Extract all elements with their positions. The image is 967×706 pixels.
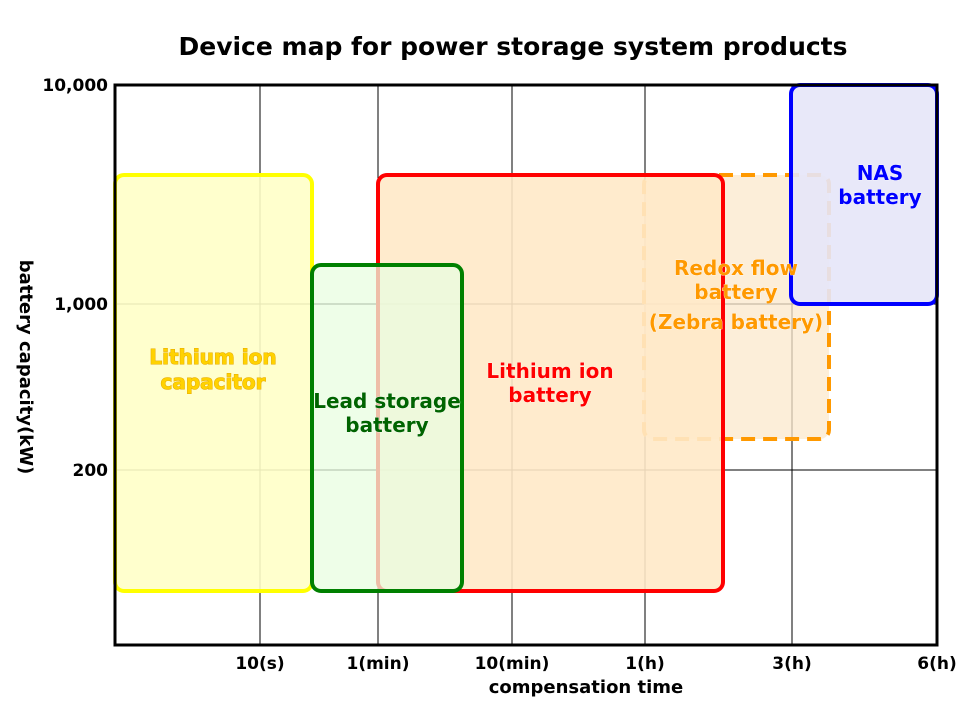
region-label: (Zebra battery) bbox=[649, 310, 823, 334]
x-tick-labels: 10(s) 1(min) 10(min) 1(h) 3(h) 6(h) bbox=[235, 654, 956, 674]
x-tick-label: 10(s) bbox=[235, 654, 284, 674]
x-tick-label: 6(h) bbox=[917, 654, 956, 674]
x-tick-label: 1(h) bbox=[625, 654, 664, 674]
region-label: Lithium ion bbox=[149, 345, 276, 369]
y-tick-labels: 10,000 1,000 200 bbox=[42, 76, 108, 481]
y-tick-label: 200 bbox=[73, 461, 109, 481]
region-label: NAS bbox=[857, 161, 904, 185]
region-label: battery bbox=[345, 413, 428, 437]
y-axis-label: battery capacity(kW) bbox=[15, 260, 36, 475]
region-label: battery bbox=[694, 280, 777, 304]
region-label: Lead storage bbox=[313, 389, 461, 413]
x-tick-label: 1(min) bbox=[346, 654, 409, 674]
x-tick-label: 3(h) bbox=[772, 654, 811, 674]
y-tick-label: 1,000 bbox=[54, 295, 108, 315]
x-tick-label: 10(min) bbox=[475, 654, 550, 674]
x-axis-label: compensation time bbox=[489, 677, 684, 698]
region-label: capacitor bbox=[160, 370, 265, 394]
region-label: Redox flow bbox=[674, 256, 798, 280]
y-tick-label: 10,000 bbox=[42, 76, 108, 96]
chart-title: Device map for power storage system prod… bbox=[178, 32, 847, 61]
regions bbox=[113, 83, 939, 593]
region-label: Lithium ion bbox=[486, 359, 613, 383]
region-lead-storage-battery bbox=[310, 263, 464, 593]
region-label: battery bbox=[838, 185, 921, 209]
region-label: battery bbox=[508, 383, 591, 407]
plot-frame bbox=[113, 83, 939, 647]
